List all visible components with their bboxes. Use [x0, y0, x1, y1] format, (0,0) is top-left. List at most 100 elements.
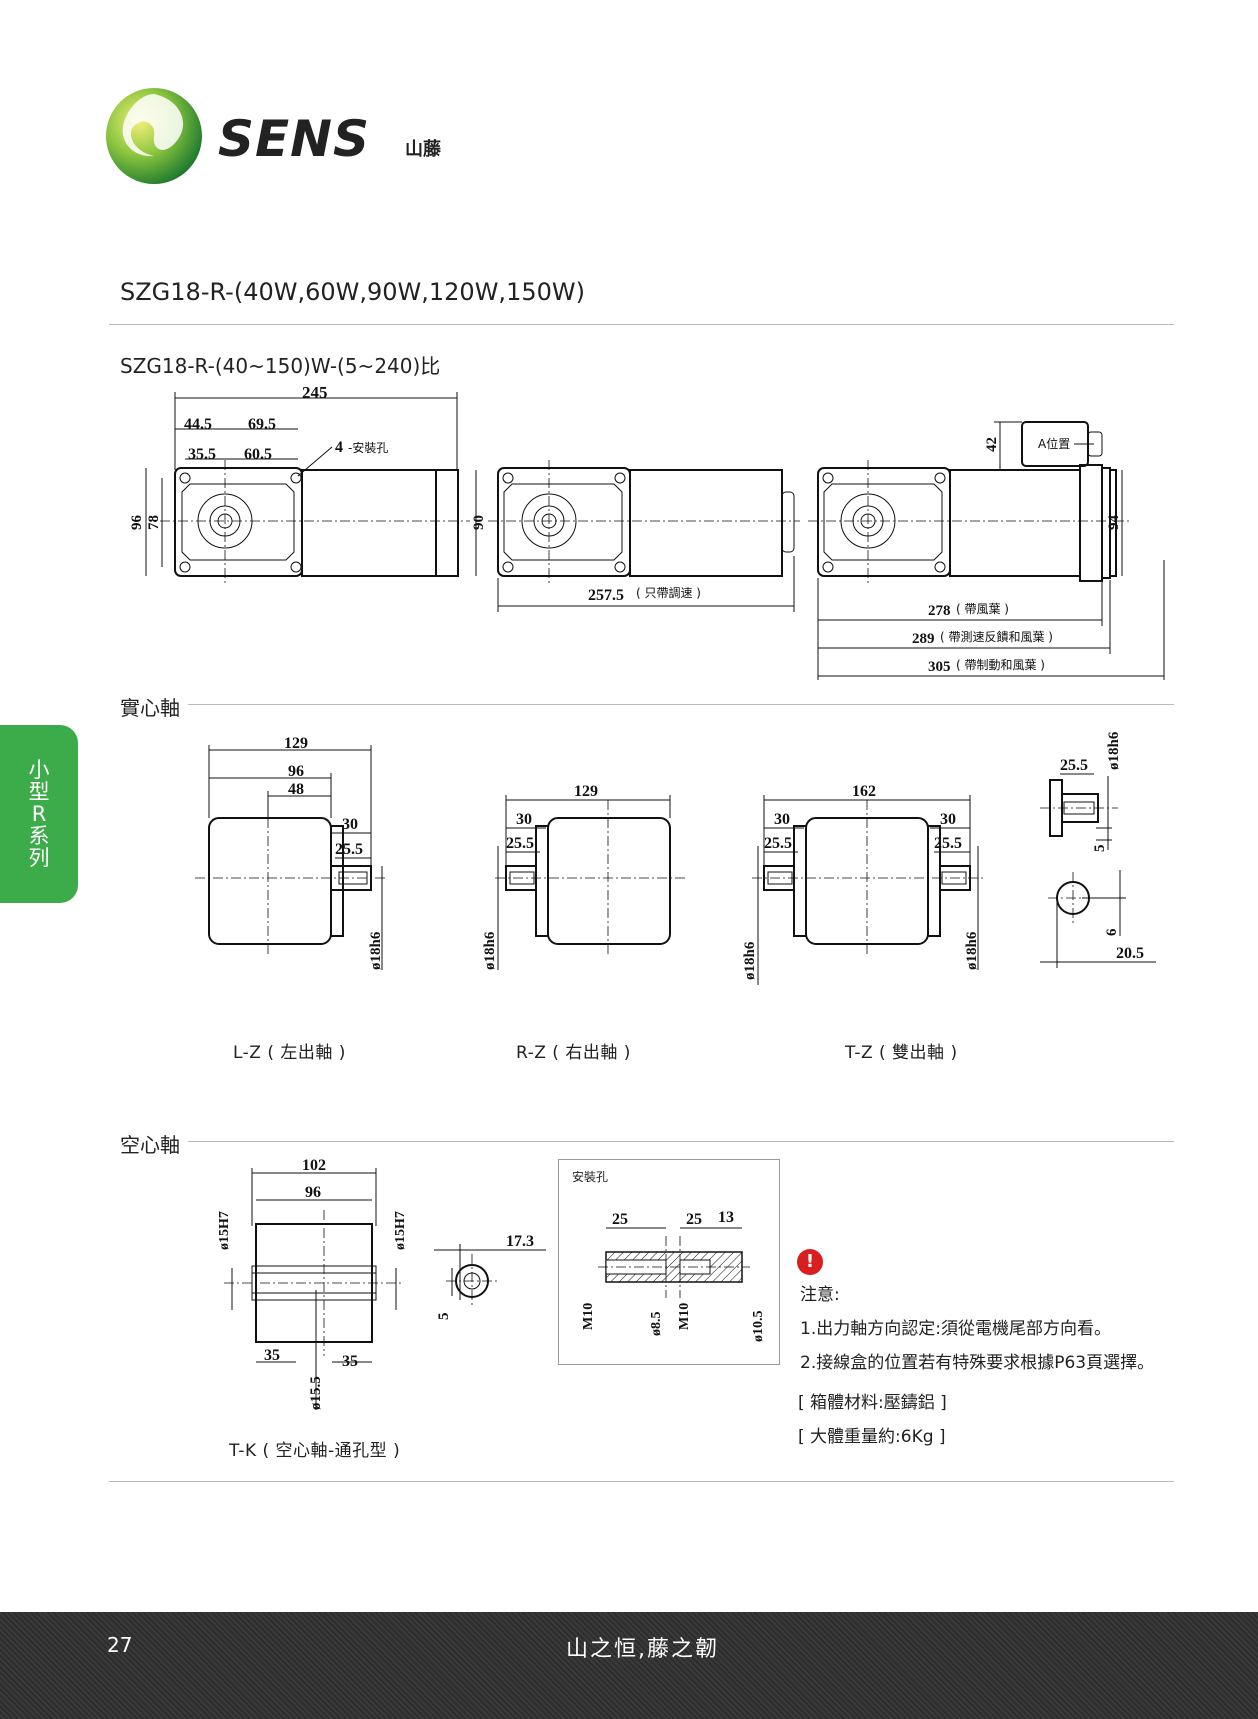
logo-cn-text: 山藤 — [405, 139, 441, 160]
tz-dim-25-5b: 25.5 — [934, 835, 962, 852]
mount-dim-8-5: ø8.5 — [649, 1312, 664, 1337]
logo-text: SENS — [218, 110, 371, 168]
solid-shaft-drawing: 129 96 48 30 25.5 ø18h6 129 30 25.5 — [195, 731, 1156, 985]
dim-94: 94 — [1106, 515, 1122, 531]
tz-dim-18h6a: ø18h6 — [742, 941, 758, 980]
warning-icon: ! — [797, 1249, 823, 1275]
rz-dim-129: 129 — [574, 783, 598, 800]
side-tab-char: 型 — [28, 780, 50, 804]
a-position-label: A位置 — [1038, 436, 1070, 451]
tz-dim-30b: 30 — [940, 811, 956, 828]
note-item-1: 1.出力軸方向認定:須從電機尾部方向看。 — [800, 1319, 1111, 1339]
footer-bar — [0, 1612, 1258, 1719]
dim-90: 90 — [471, 515, 487, 530]
dim-78: 78 — [146, 515, 162, 530]
lz-dim-48: 48 — [288, 781, 304, 798]
tk-dim-35a: 35 — [264, 1347, 280, 1364]
dim-42: 42 — [984, 437, 1000, 452]
tz-dim-30a: 30 — [774, 811, 790, 828]
logo — [104, 86, 204, 186]
dim-278: 278 — [928, 603, 951, 619]
solid-shaft-label: 實心軸 — [120, 692, 188, 721]
dim-257-5: 257.5 — [588, 587, 624, 604]
tz-caption: T-Z ( 雙出軸 ) — [845, 1043, 958, 1063]
dim-35-5: 35.5 — [188, 446, 216, 463]
mount-dim-10-5: ø10.5 — [751, 1311, 766, 1343]
lz-caption: L-Z ( 左出軸 ) — [233, 1043, 346, 1063]
notes-title: 注意: — [800, 1285, 840, 1305]
bottom-divider — [109, 1481, 1174, 1482]
tk-dim-15-5: ø15.5 — [308, 1376, 324, 1410]
tz-drawing: 162 30 25.5 30 25.5 ø18h6 ø18h6 — [742, 783, 984, 985]
dim-305: 305 — [928, 659, 951, 675]
weight-note: [ 大體重量約:6Kg ] — [798, 1427, 946, 1447]
mount-dim-25b: 25 — [686, 1211, 702, 1228]
tz-dim-18h6b: ø18h6 — [964, 931, 980, 970]
motor-view-fan: A位置 42 94 278 ( 帶風葉 ) 289 ( 帶測速反饋和風葉 ) 3… — [808, 421, 1165, 680]
dim-289: 289 — [912, 631, 935, 647]
dim-278-note: ( 帶風葉 ) — [956, 602, 1009, 616]
rz-dim-30: 30 — [516, 811, 532, 828]
logo-globe-icon — [106, 88, 202, 184]
mount-dim-13: 13 — [718, 1209, 734, 1226]
tk-drawing: 102 96 ø15H7 ø15H7 35 35 ø15.5 — [217, 1157, 408, 1410]
side-tab-char: R — [31, 802, 47, 826]
tz-dim-162: 162 — [852, 783, 876, 800]
side-tab-char: 小 — [28, 758, 50, 782]
rz-dim-18h6: ø18h6 — [482, 931, 498, 970]
side-tab: 小 型 R 系 列 — [0, 725, 78, 903]
dim-305-note: ( 帶制動和風葉 ) — [956, 658, 1045, 672]
lz-dim-96: 96 — [288, 763, 304, 780]
model-title: SZG18-R-(40W,60W,90W,120W,150W) — [120, 278, 585, 306]
tk-dim-35b: 35 — [342, 1353, 358, 1370]
motor-view-speed-control: 257.5 ( 只帶調速 ) — [488, 460, 800, 612]
shaft-detail-drawing: 25.5 ø18h6 5 6 20.5 — [1040, 731, 1156, 968]
mount-dim-m10b: M10 — [677, 1303, 692, 1330]
dim-44-5: 44.5 — [184, 416, 212, 433]
rz-caption: R-Z ( 右出軸 ) — [516, 1043, 631, 1063]
key-dim-17-3: 17.3 — [506, 1233, 534, 1250]
rz-dim-25-5: 25.5 — [506, 835, 534, 852]
lz-dim-25-5: 25.5 — [335, 841, 363, 858]
side-tab-char: 列 — [28, 846, 50, 870]
dim-245: 245 — [302, 383, 328, 402]
lz-dim-30: 30 — [342, 816, 358, 833]
dim-holes-label: -安裝孔 — [348, 440, 388, 455]
tk-dim-96: 96 — [305, 1184, 321, 1201]
footer-slogan: 山之恒,藤之韌 — [566, 1637, 719, 1662]
tk-dim-102: 102 — [302, 1157, 326, 1174]
detail-dim-25-5: 25.5 — [1060, 757, 1088, 774]
mount-dim-m10a: M10 — [581, 1303, 596, 1330]
hollow-shaft-drawing: 102 96 ø15H7 ø15H7 35 35 ø15.5 17.3 5 — [217, 1157, 546, 1410]
dim-96: 96 — [129, 515, 145, 531]
detail-dim-18h6: ø18h6 — [1106, 731, 1122, 770]
motor-view-standard: 245 44.5 69.5 35.5 60.5 4 -安裝孔 96 78 90 — [129, 383, 487, 585]
tk-caption: T-K ( 空心軸-通孔型 ) — [229, 1441, 401, 1461]
dim-257-5-note: ( 只帶調速 ) — [636, 586, 701, 600]
detail-dim-20-5: 20.5 — [1116, 945, 1144, 962]
dim-69-5: 69.5 — [248, 416, 276, 433]
hollow-shaft-label: 空心軸 — [120, 1129, 188, 1158]
lz-dim-129: 129 — [284, 735, 308, 752]
top-views-drawing: 245 44.5 69.5 35.5 60.5 4 -安裝孔 96 78 90 — [129, 383, 1165, 680]
mount-hole-drawing: 25 25 13 M10 ø8.5 M10 ø10.5 — [581, 1209, 766, 1343]
model-subtitle: SZG18-R-(40~150)W-(5~240)比 — [120, 354, 441, 378]
material-note: [ 箱體材料:壓鑄鋁 ] — [798, 1393, 947, 1413]
dim-289-note: ( 帶測速反饋和風葉 ) — [940, 629, 1053, 644]
solid-shaft-divider — [120, 704, 1174, 705]
dim-holes: 4 — [335, 439, 343, 456]
key-dim-5: 5 — [436, 1313, 452, 1321]
mount-hole-title: 安裝孔 — [572, 1170, 609, 1184]
tk-dim-15h7a: ø15H7 — [217, 1211, 232, 1250]
title-divider — [109, 324, 1174, 325]
detail-dim-6: 6 — [1104, 928, 1120, 936]
hollow-shaft-divider — [120, 1141, 1174, 1142]
lz-drawing: 129 96 48 30 25.5 ø18h6 — [195, 735, 385, 970]
rz-drawing: 129 30 25.5 ø18h6 — [482, 783, 685, 970]
hollow-key-drawing: 17.3 5 — [434, 1233, 546, 1320]
tk-dim-15h7b: ø15H7 — [393, 1211, 408, 1250]
page-number: 27 — [107, 1633, 133, 1657]
dim-60-5: 60.5 — [244, 446, 272, 463]
note-item-2: 2.接線盒的位置若有特殊要求根據P63頁選擇。 — [800, 1353, 1155, 1373]
lz-dim-18h6: ø18h6 — [368, 931, 384, 970]
